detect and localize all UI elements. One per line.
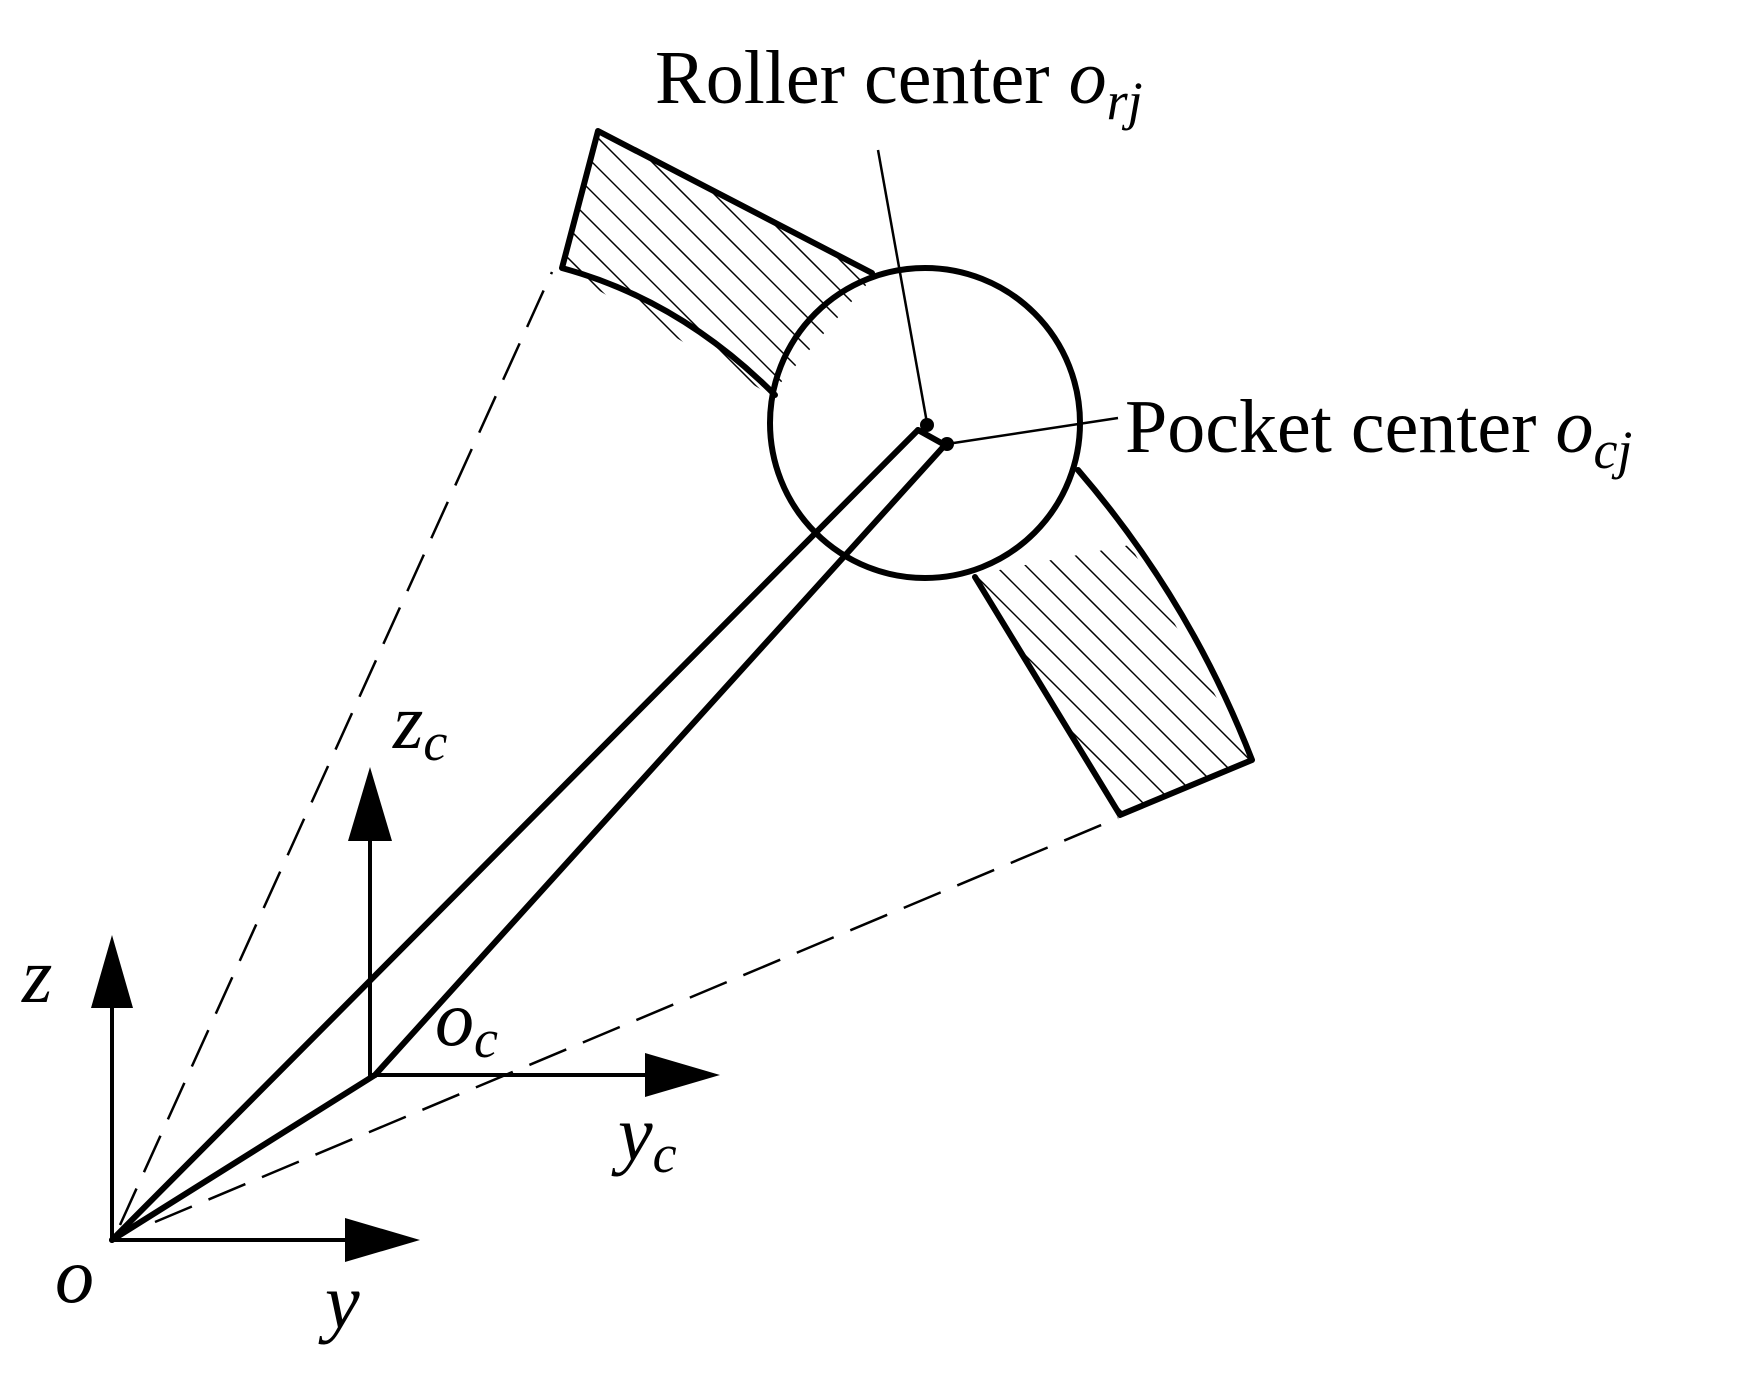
- hatch-line: [973, 545, 1171, 815]
- hatch-line: [1059, 545, 1252, 815]
- hatch-line: [562, 131, 661, 395]
- hatch-line: [562, 131, 601, 395]
- projection-lines: [118, 271, 1119, 1226]
- cage-bar-edge-lower: [372, 442, 948, 1078]
- y-axis-arrowhead: [345, 1218, 420, 1262]
- pocket-center-label: Pocket center ocj: [1125, 385, 1632, 480]
- global-axes: [91, 935, 420, 1262]
- hatch-line: [973, 545, 1081, 815]
- zc-axis-label: zc: [392, 678, 447, 772]
- dashed-line-lower: [154, 816, 1119, 1224]
- cage-outline-upper: [559, 128, 875, 398]
- hatch-line: [973, 545, 1051, 815]
- hatch-line: [1089, 545, 1252, 815]
- z-axis-label: z: [21, 932, 52, 1019]
- hatch-line: [789, 131, 875, 395]
- hatch-line: [1209, 545, 1252, 815]
- hatch-line: [1029, 545, 1252, 815]
- cage-segment-upper: [250, 120, 1170, 410]
- pocket-center-point: [940, 437, 954, 451]
- hatch-line: [562, 131, 841, 395]
- hatch-line: [579, 131, 871, 395]
- hatch-line: [562, 131, 571, 395]
- roller-center-leader: [876, 149, 929, 424]
- cage-outline-lower: [972, 467, 1255, 818]
- zc-axis-arrowhead: [348, 767, 392, 841]
- hatch-line: [729, 131, 875, 395]
- hatch-line: [973, 545, 1231, 815]
- hatch-line: [250, 120, 540, 410]
- hatch-line: [1179, 545, 1252, 815]
- oc-label: oc: [435, 975, 498, 1069]
- hatch-line: [670, 540, 960, 830]
- z-axis-arrowhead: [91, 935, 133, 1008]
- hatch-line: [562, 131, 751, 395]
- hatch-line: [1239, 545, 1252, 815]
- hatch-line: [759, 131, 875, 395]
- hatch-line: [849, 131, 875, 395]
- local-axes: [348, 767, 720, 1097]
- hatching-upper: [250, 120, 1170, 410]
- roller-center-label: Roller center orj: [655, 36, 1143, 131]
- roller-center-point: [920, 418, 934, 432]
- hatch-line: [880, 120, 1170, 410]
- hatch-line: [639, 131, 875, 395]
- origin-label: o: [55, 1232, 94, 1319]
- y-axis-label: y: [318, 1258, 360, 1345]
- hatch-line: [562, 131, 781, 395]
- hatching-lower: [670, 540, 1560, 830]
- hatch-line: [973, 545, 1201, 815]
- cage-bar-edge-upper: [109, 427, 921, 1243]
- hatch-line: [973, 545, 1141, 815]
- origin-to-oc-line: [109, 1072, 378, 1243]
- hatch-line: [562, 131, 721, 395]
- cage-bar: [109, 427, 948, 1243]
- pocket-center-leader: [946, 416, 1119, 446]
- yc-axis-arrowhead: [645, 1053, 720, 1097]
- hatch-line: [973, 545, 1111, 815]
- hatch-line: [1270, 540, 1560, 830]
- hatch-line: [973, 545, 991, 815]
- dashed-line-upper: [118, 271, 554, 1226]
- yc-axis-label: yc: [611, 1090, 677, 1184]
- hatch-line: [562, 131, 691, 395]
